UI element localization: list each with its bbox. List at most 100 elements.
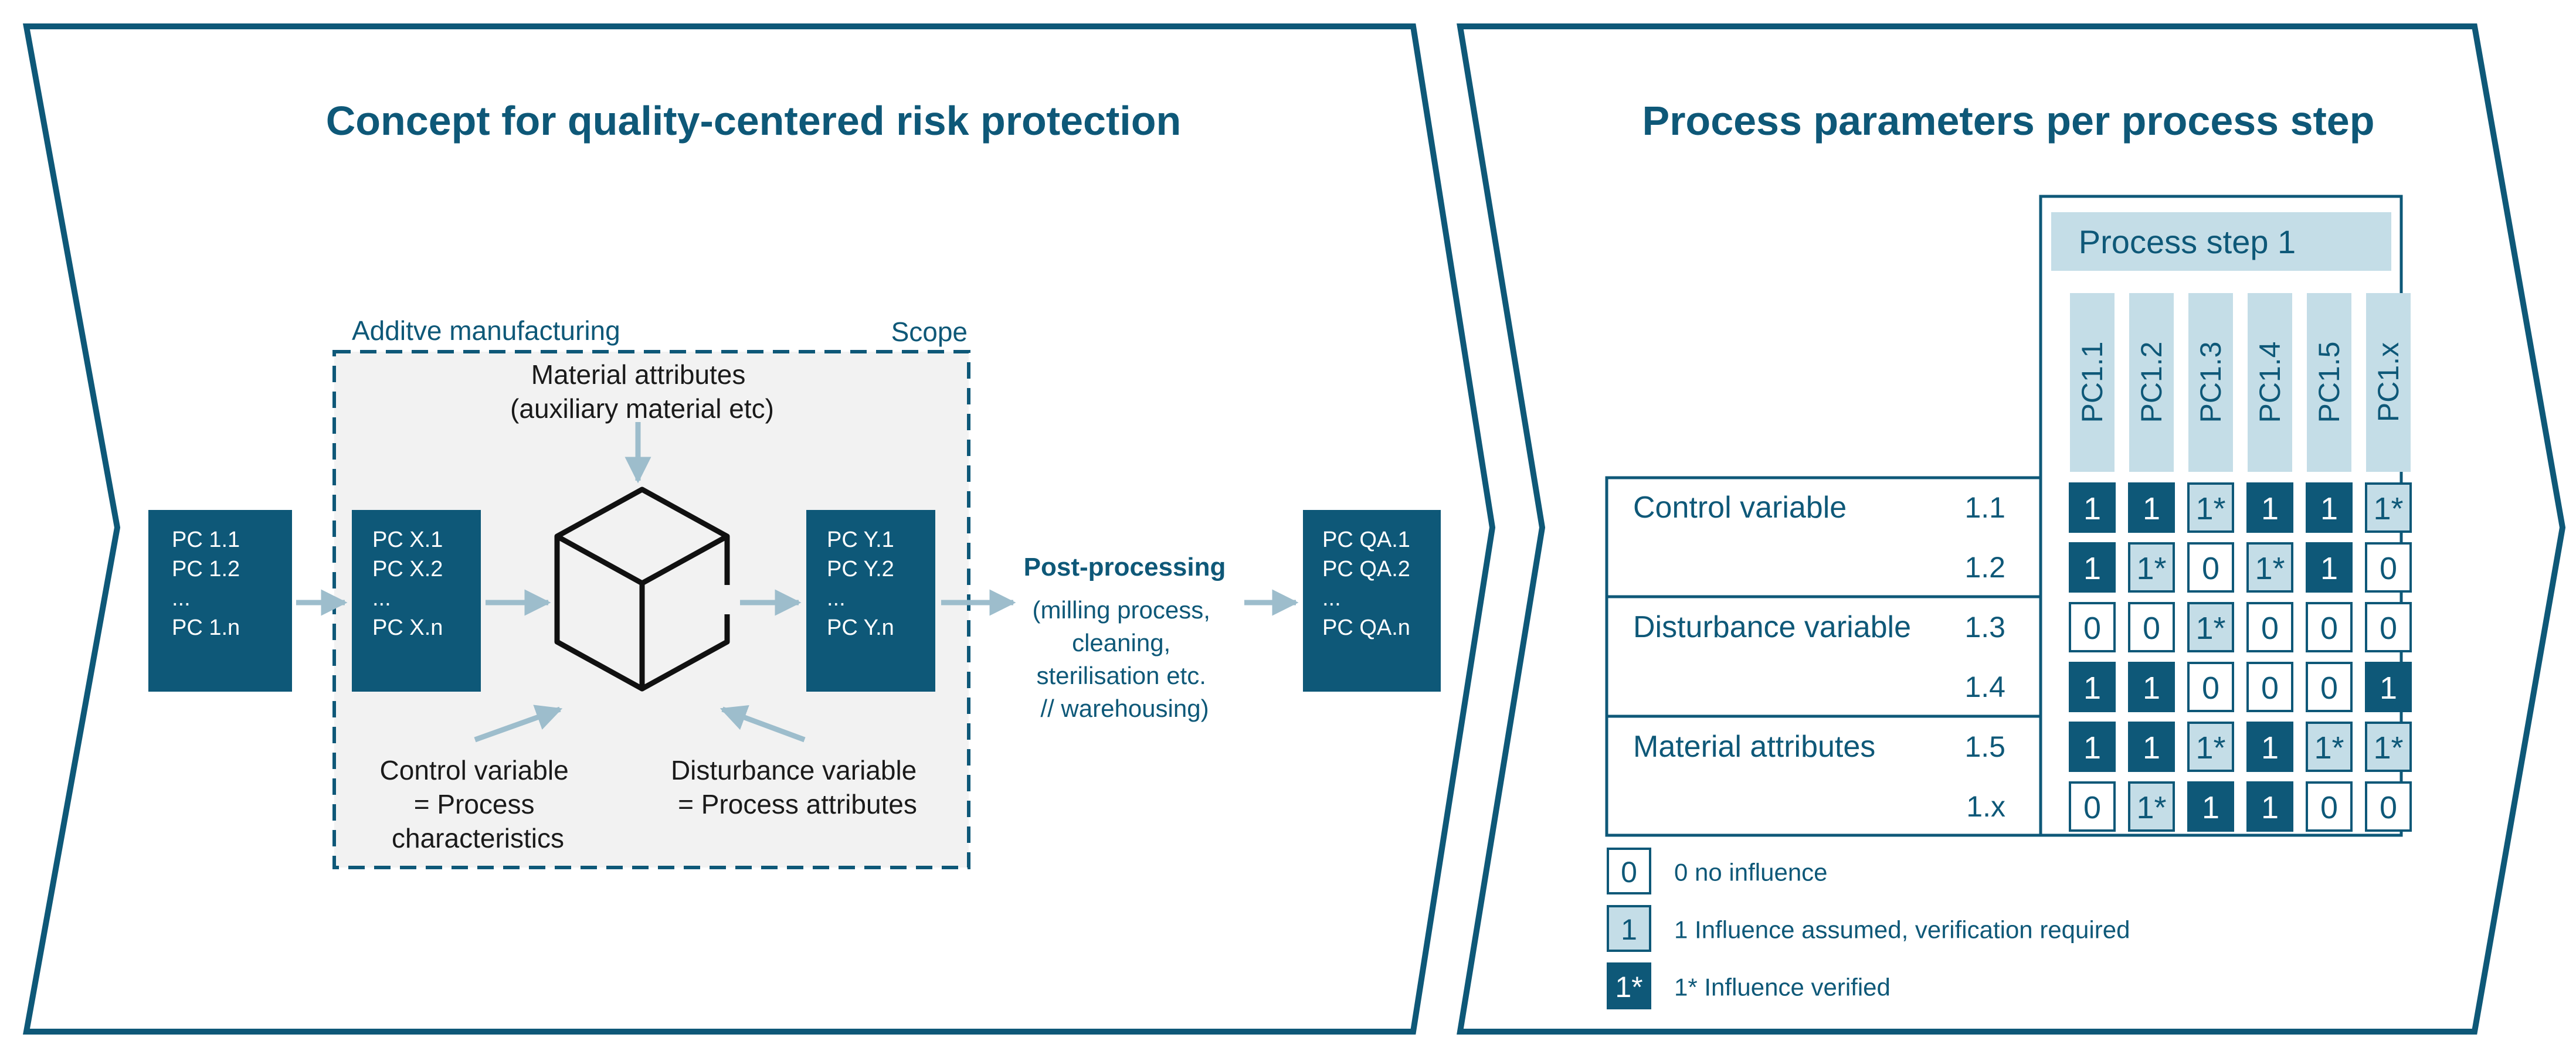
matrix-cell-value: 0 — [2261, 671, 2279, 706]
matrix-cell-value: 1* — [2373, 491, 2403, 526]
row-id-label: 1.x — [1966, 790, 2005, 823]
matrix-cell — [2246, 482, 2293, 533]
matrix-cell-value: 1* — [2195, 491, 2225, 526]
legend-symbol: 1* — [1615, 971, 1642, 1003]
matrix-cell-value: 1 — [2261, 491, 2279, 526]
column-header-box — [2129, 293, 2174, 472]
legend-swatch — [1607, 848, 1651, 894]
x-pc-item: PC X.2 — [372, 557, 443, 581]
row-group-frame — [1605, 476, 2042, 837]
y-pc-item: PC Y.2 — [827, 557, 894, 581]
matrix-cell — [2128, 781, 2175, 832]
y-pc-item: PC Y.1 — [827, 528, 894, 552]
matrix-cell — [2306, 722, 2353, 772]
matrix-cell-value: 0 — [2083, 790, 2101, 825]
input-pc-list: PC 1.1 PC 1.2 ... PC 1.n — [172, 528, 246, 640]
matrix-cell-value: 1 — [2083, 491, 2101, 526]
matrix-cell-value: 1 — [2143, 491, 2160, 526]
column-header-label: PC1.1 — [2076, 342, 2109, 423]
column-header-label: PC1.4 — [2253, 342, 2286, 423]
matrix-cell-value: 1 — [2320, 491, 2338, 526]
legend-text: 0 no influence — [1674, 859, 1828, 886]
y-pc-list: PC Y.1 PC Y.2 ... PC Y.n — [827, 528, 900, 640]
matrix-cell — [2246, 722, 2293, 772]
qa-pc-box — [1303, 510, 1441, 692]
column-header-label: PC1.3 — [2194, 342, 2227, 423]
matrix-cell-value: 1 — [2143, 671, 2160, 706]
x-pc-item: PC X.1 — [372, 528, 443, 552]
matrix-cell — [2246, 662, 2293, 712]
matrix-cell-value: 0 — [2202, 671, 2219, 706]
matrix-cell — [2246, 602, 2293, 652]
matrix-cell — [2187, 602, 2234, 652]
input-pc-item: ... — [172, 586, 191, 611]
input-pc-box — [148, 510, 292, 692]
y-pc-item: ... — [827, 586, 846, 611]
matrix-cell-value: 0 — [2380, 611, 2397, 646]
row-group-label: Material attributes — [1633, 730, 1875, 764]
qa-pc-item: PC QA.n — [1322, 615, 1410, 640]
matrix-cell — [2069, 482, 2116, 533]
matrix-cell-value: 1 — [2261, 790, 2279, 825]
matrix-cell — [2365, 781, 2412, 832]
matrix-cell-value: 1 — [2261, 730, 2279, 766]
process-step-header — [2051, 212, 2391, 271]
matrix-cell-value: 0 — [2380, 551, 2397, 586]
qa-pc-item: PC QA.1 — [1322, 528, 1410, 552]
post-processing-line: (milling process, — [1032, 596, 1210, 624]
y-pc-item: PC Y.n — [827, 615, 894, 640]
column-header-box — [2248, 293, 2292, 472]
control-variable-label: Control variable = Process characteristi… — [380, 755, 576, 853]
matrix-cell — [2187, 722, 2234, 772]
matrix-cell-value: 0 — [2143, 611, 2160, 646]
matrix-cell-value: 0 — [2380, 790, 2397, 825]
y-pc-box — [806, 510, 935, 692]
x-pc-item: PC X.n — [372, 615, 443, 640]
matrix-cell — [2187, 482, 2234, 533]
legend-symbol: 1 — [1621, 913, 1637, 946]
matrix-cell — [2128, 602, 2175, 652]
x-pc-list: PC X.1 PC X.2 ... PC X.n — [372, 528, 449, 640]
matrix-cell-value: 1* — [2314, 730, 2344, 766]
input-pc-item: PC 1.1 — [172, 528, 240, 552]
right-chevron-frame — [1457, 23, 2566, 1035]
matrix-cell-value: 0 — [2083, 611, 2101, 646]
post-processing-title: Post-processing — [1024, 553, 1226, 581]
post-processing-line: cleaning, — [1072, 629, 1170, 656]
control-variable-line: = Process — [414, 789, 535, 819]
matrix-cell — [2128, 662, 2175, 712]
matrix-cell-value: 1 — [2320, 551, 2338, 586]
qa-pc-list: PC QA.1 PC QA.2 ... PC QA.n — [1322, 528, 1417, 640]
matrix-cell-value: 1 — [2380, 671, 2397, 706]
matrix-cell-value: 0 — [2320, 671, 2338, 706]
x-pc-item: ... — [372, 586, 391, 611]
material-attributes-line2: (auxiliary material etc) — [510, 393, 774, 424]
scope-name: Additve manufacturing — [352, 315, 620, 346]
post-processing-line: sterilisation etc. — [1036, 662, 1206, 689]
disturbance-variable-line: Disturbance variable — [671, 755, 917, 785]
column-header-box — [2070, 293, 2115, 472]
matrix-cell-value: 1 — [2143, 730, 2160, 766]
matrix-cell — [2365, 722, 2412, 772]
matrix-cell-value: 1* — [2195, 730, 2225, 766]
matrix-cell-value: 1* — [2195, 611, 2225, 646]
column-header-label: PC1.2 — [2135, 342, 2168, 423]
matrix-cell-value: 0 — [2320, 790, 2338, 825]
matrix-cell-value: 1 — [2083, 730, 2101, 766]
matrix-cell — [2187, 781, 2234, 832]
disturbance-variable-arrow — [719, 705, 806, 743]
post-processing-line: // warehousing) — [1040, 695, 1209, 722]
matrix-cell-value: 1* — [2255, 551, 2285, 586]
matrix-cell-value: 1* — [2136, 790, 2166, 825]
matrix-cell — [2306, 781, 2353, 832]
qa-pc-item: ... — [1322, 586, 1341, 611]
matrix-cell — [2306, 662, 2353, 712]
matrix-cell — [2306, 542, 2353, 593]
matrix-cell — [2069, 602, 2116, 652]
column-header-box — [2366, 293, 2411, 472]
matrix-cell — [2365, 542, 2412, 593]
row-id-label: 1.2 — [1964, 551, 2005, 584]
matrix-cell — [2069, 722, 2116, 772]
